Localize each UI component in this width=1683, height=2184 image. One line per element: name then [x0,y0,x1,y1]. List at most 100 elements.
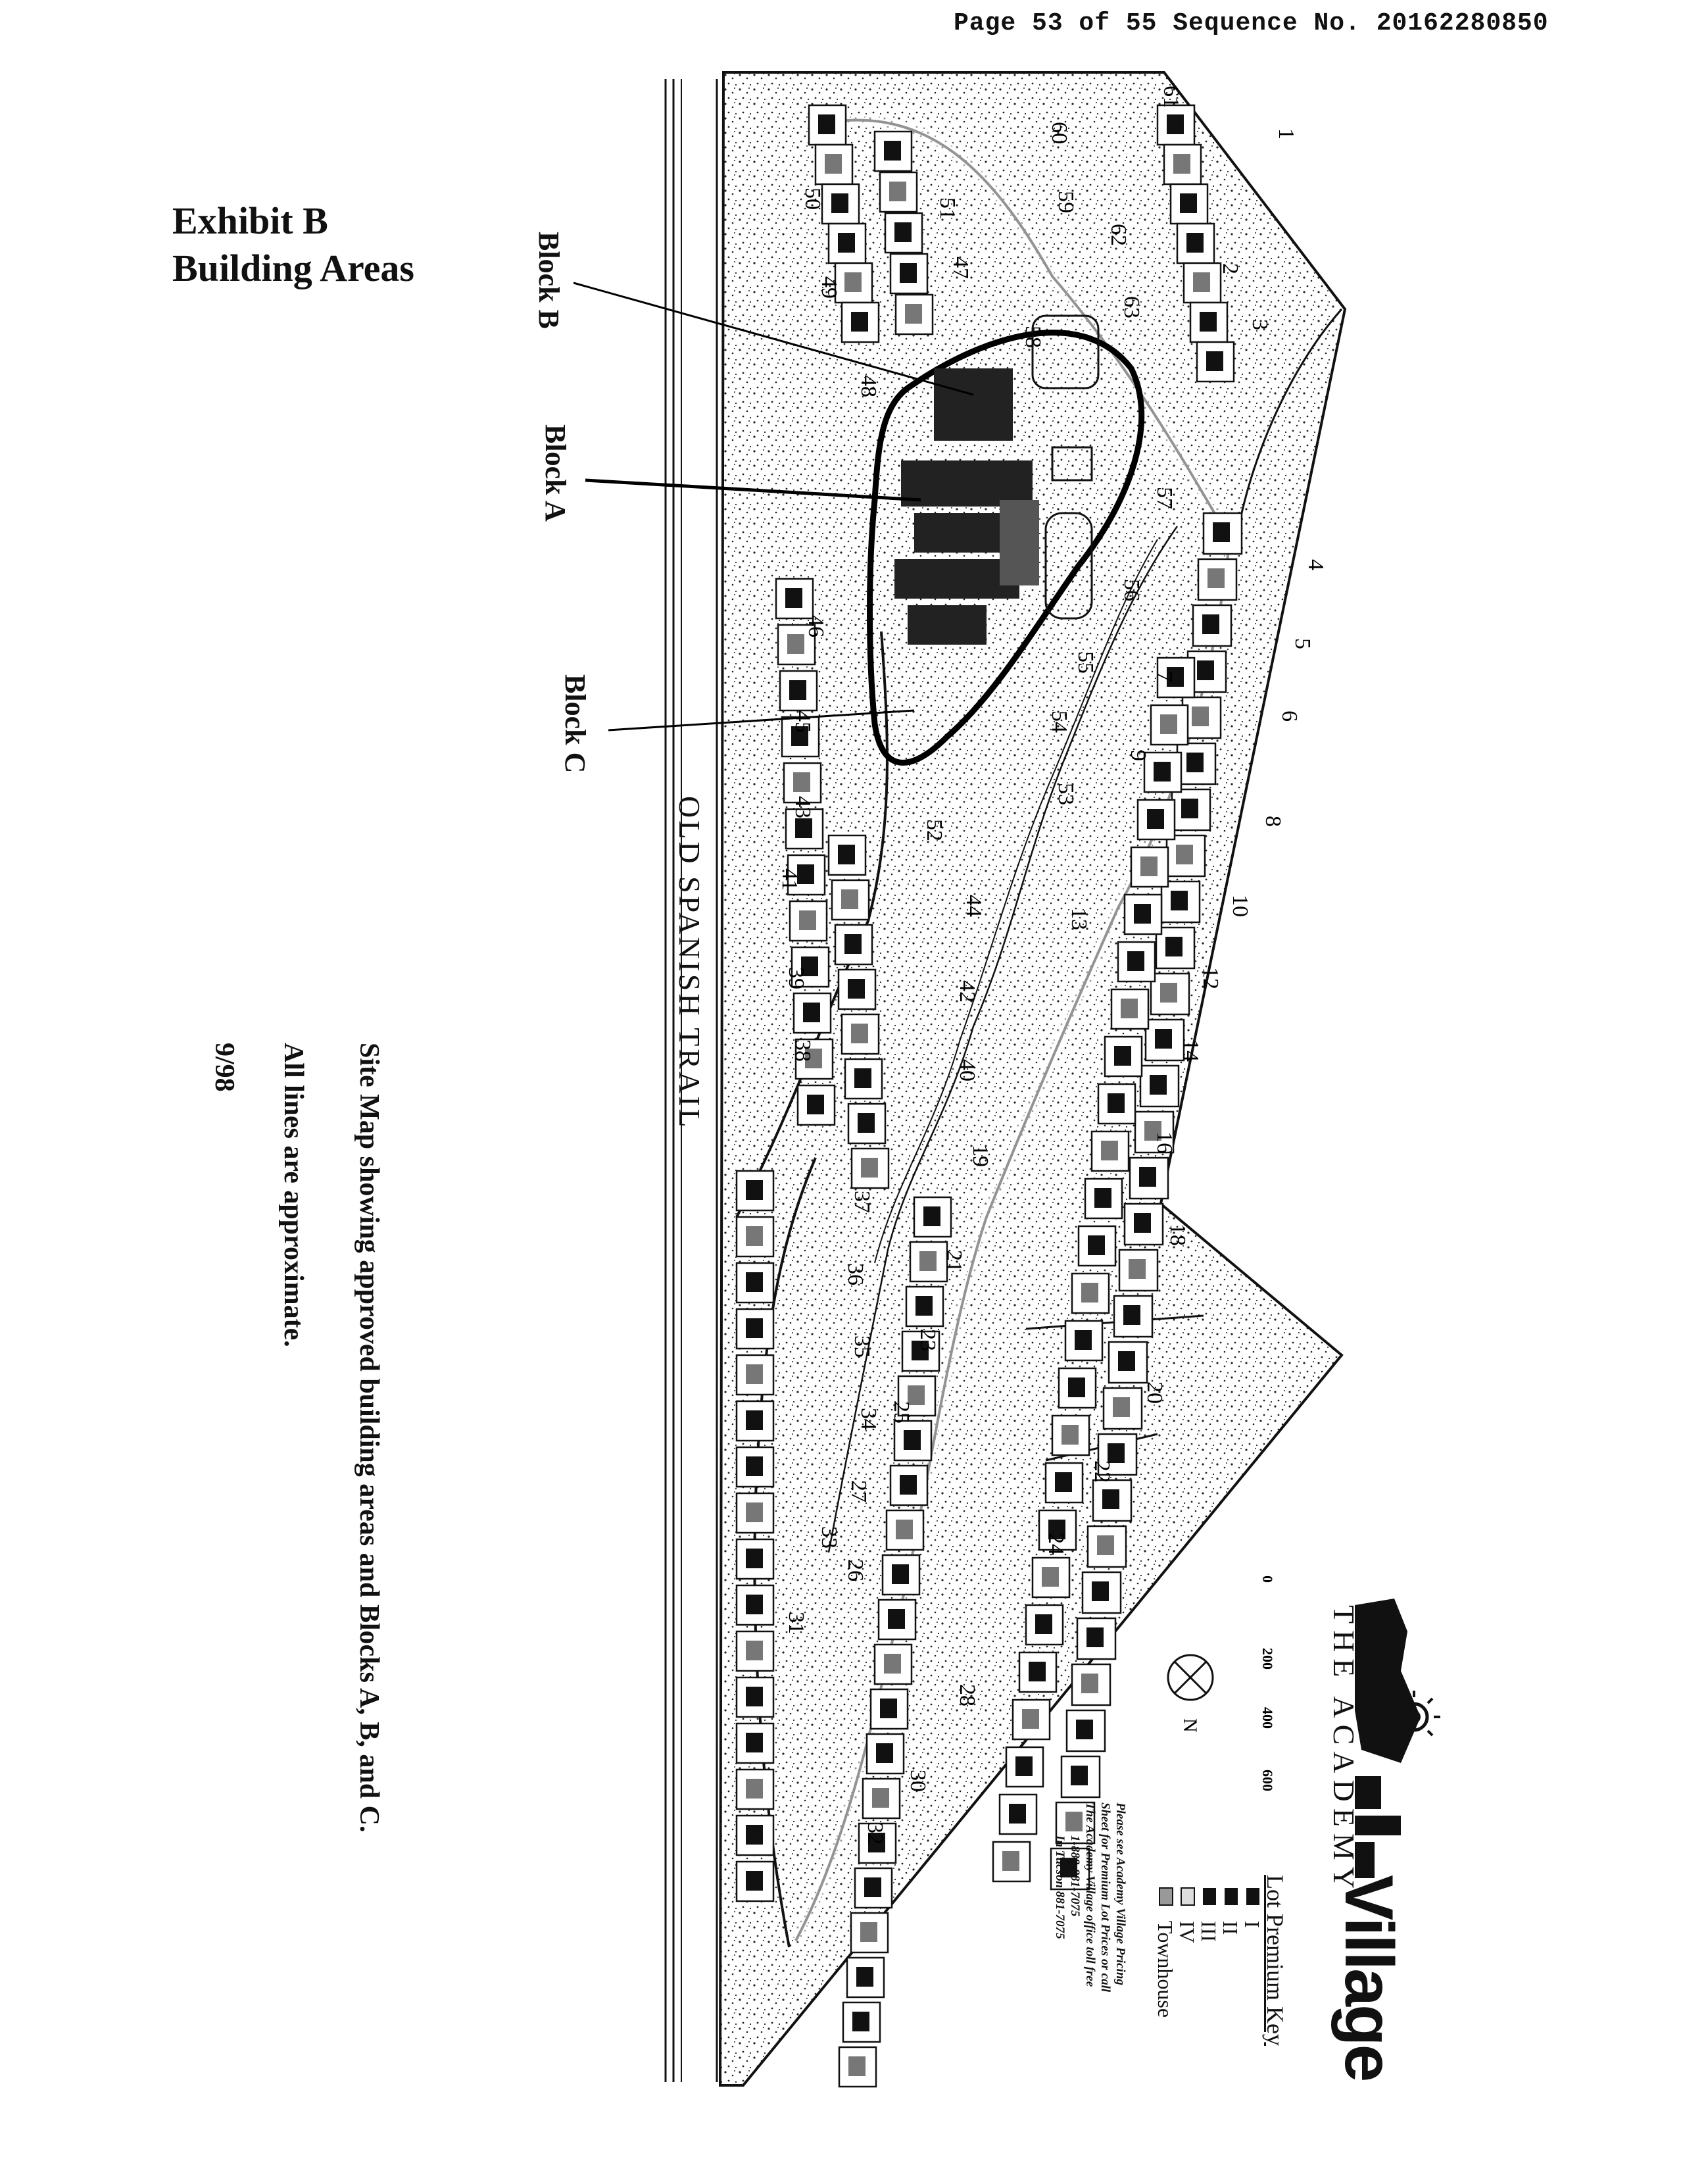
house-footprint [919,1251,937,1271]
legend-item-iv: IV [1175,1921,1199,1943]
house-footprint [872,1788,889,1808]
legend-note-line5: In Tucson 881-7075 [1053,1835,1067,1939]
caption-site-map: Site Map showing approved building areas… [354,1043,384,1833]
house-footprint [923,1206,940,1226]
scale-label-0: 0 [1259,1576,1276,1583]
house-lot [1092,1479,1133,1522]
house-footprint [1144,1121,1161,1141]
house-footprint [831,193,848,213]
caption-date: 9/98 [209,1043,239,1092]
lot-number-23: 23 [915,1329,940,1351]
lot-number-52: 52 [922,819,946,841]
house-footprint [803,1003,820,1022]
house-footprint [1114,1046,1131,1066]
house-footprint [795,818,812,838]
internal-road [1235,309,1343,540]
lot-number-32: 32 [863,1822,887,1845]
house-footprint [799,910,816,930]
north-arrow: N [1167,1654,1214,1733]
house-footprint [841,889,858,909]
scale-label-200: 200 [1259,1648,1276,1670]
house-footprint [793,772,810,792]
lot-number-1: 1 [1274,128,1298,139]
house-footprint [856,1967,873,1987]
lot-number-47: 47 [948,257,973,279]
lot-number-43: 43 [791,796,815,818]
house-footprint [1193,272,1210,292]
house-lot [862,1777,901,1820]
lot-number-58: 58 [1021,326,1045,348]
house-footprint [1002,1851,1019,1871]
house-footprint [791,726,808,746]
block-a-label: Block A [539,424,572,522]
house-footprint [1081,1674,1098,1693]
legend-note-line1: Please see Academy Village Pricing [1113,1802,1127,1985]
house-footprint [880,1699,897,1718]
logo-mountain-graphic [1355,1599,1421,1878]
house-footprint [858,1113,875,1133]
legend-note-line4: 1-888-881-7075 [1068,1835,1082,1917]
lot-number-13: 13 [1067,908,1091,930]
house-footprint [1160,714,1177,734]
house-footprint [904,1430,921,1450]
lot-number-44: 44 [962,895,986,917]
house-footprint [1061,1425,1079,1445]
house-lot [775,578,814,620]
legend-title: Lot Premium Key [1262,1875,1288,2046]
lot-number-33: 33 [817,1526,841,1549]
house-lot [1071,1663,1111,1706]
house-footprint [1092,1581,1109,1601]
lot-number-14: 14 [1179,1039,1203,1062]
house-footprint [1207,568,1225,588]
scale-bar: 0 200 400 600 [1259,1576,1276,1791]
lot-number-42: 42 [955,980,979,1003]
wash-line [827,526,1179,1553]
block-b-label: Block B [533,232,565,329]
house-footprint [1088,1235,1105,1255]
exhibit-title-line1: Exhibit B [172,199,328,242]
lot-number-10: 10 [1228,895,1252,917]
road-name: OLD SPANISH TRAIL [673,796,706,1130]
house-footprint [854,1068,871,1088]
house-footprint [746,1226,763,1246]
lot-number-62: 62 [1106,224,1131,246]
lot-number-61: 61 [1159,86,1183,108]
house-footprint [889,182,906,201]
lot-number-45: 45 [791,710,815,733]
legend-swatches [1159,1887,1259,1906]
house-footprint [801,956,818,976]
lot-number-53: 53 [1054,783,1078,805]
house-footprint [1150,1075,1167,1095]
house-footprint [900,1475,917,1495]
house-footprint [848,979,865,999]
lot-number-36: 36 [843,1263,867,1285]
house-lot [1202,512,1243,555]
house-footprint [746,1272,763,1292]
house-footprint [1171,891,1188,910]
house-footprint [892,1564,909,1584]
house-footprint [838,233,855,253]
house-footprint [1076,1720,1093,1739]
lot-number-50: 50 [800,187,825,210]
house-footprint [908,1385,925,1405]
house-footprint [1186,753,1204,772]
house-footprint [864,1877,881,1897]
block-b-leader [573,282,974,396]
house-footprint [746,1825,763,1845]
house-footprint [888,1609,905,1629]
scale-label-400: 400 [1259,1707,1276,1729]
house-footprint [1113,1397,1130,1417]
house-footprint [746,1733,763,1752]
logo-village-text: Village [1330,1875,1407,2081]
lot-number-25: 25 [889,1401,914,1424]
house-footprint [1154,762,1171,782]
lot-number-26: 26 [843,1559,867,1581]
lot-number-39: 39 [784,967,808,989]
house-footprint [1206,351,1223,371]
house-footprint [1108,1443,1125,1463]
parking-lots [1031,314,1100,620]
house-footprint [787,634,804,654]
house-footprint [1068,1377,1085,1397]
lot-number-41: 41 [777,868,802,891]
